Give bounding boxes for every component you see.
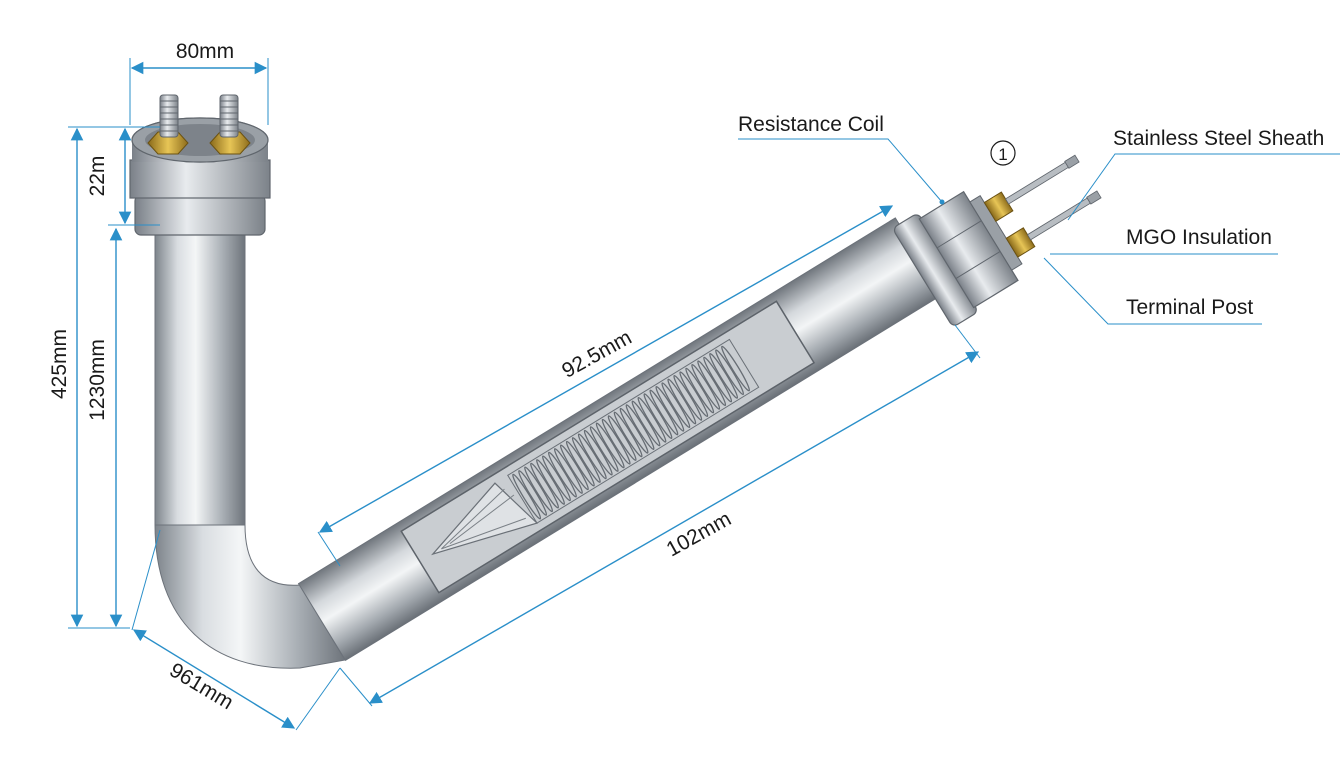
brass-nut-left: [147, 131, 189, 155]
diagonal-leg: [297, 217, 944, 662]
dim-line-bend: [132, 629, 296, 729]
dim-top-width: 80mm: [176, 40, 234, 63]
threaded-stud-right: [219, 94, 239, 138]
top-fitting: [129, 94, 271, 236]
callout-stainless-sheath: Stainless Steel Sheath: [1113, 127, 1324, 150]
leader-resistance-coil: [738, 138, 943, 203]
threaded-stud-left: [159, 94, 179, 138]
callouts: Resistance Coil 1 Stainless Steel Sheath…: [738, 113, 1340, 325]
heater-pipe: [154, 217, 944, 669]
callout-resistance-coil: Resistance Coil: [738, 113, 884, 136]
top-flange: [134, 194, 266, 236]
leader-terminal-post: [1043, 257, 1262, 325]
top-hex-nut: [129, 159, 271, 199]
terminal-rod-upper: [1005, 161, 1069, 205]
dim-line-diag-lower: [368, 351, 980, 704]
right-fitting: [893, 154, 1102, 326]
terminal-rod-lower: [1026, 197, 1091, 241]
dim-pipe-height: 1230mm: [86, 339, 109, 421]
vertical-leg: [155, 230, 245, 530]
dim-diag-lower: 102mm: [663, 507, 735, 561]
dim-total-height: 425mm: [48, 329, 71, 399]
leader-stainless-sheath: [1067, 153, 1340, 221]
dim-cap-height: 22m: [86, 156, 109, 197]
marker-circle: [990, 140, 1016, 166]
callout-terminal-post: Terminal Post: [1126, 296, 1253, 319]
marker-label: 1: [998, 145, 1007, 164]
callout-mgo-insulation: MGO Insulation: [1126, 226, 1272, 249]
